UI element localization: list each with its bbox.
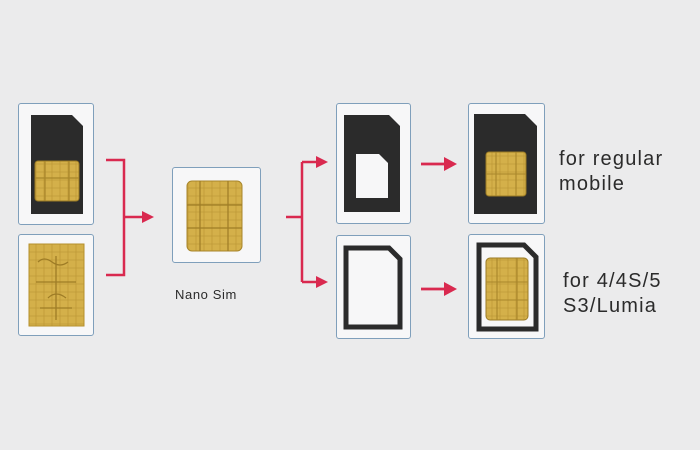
left-bracket-arrow (106, 158, 144, 277)
arrow-head-lower-adapter (316, 276, 328, 288)
standard-sim-card (31, 115, 83, 214)
regular-mobile-caption-line1: for regular (559, 148, 664, 170)
arrow-head-lower-result (444, 282, 457, 296)
split-arrows (286, 160, 318, 284)
nano-adapter (343, 245, 403, 330)
nano-sim-caption: Nano Sim (175, 287, 237, 302)
iphone-caption-line2: S3/Lumia (563, 295, 658, 317)
iphone-caption-line1: for 4/4S/5 (563, 270, 662, 292)
arrow-head-to-nano (142, 211, 154, 223)
arrow-head-upper-adapter (316, 156, 328, 168)
result-arrows (421, 162, 446, 291)
micro-sim-result (476, 242, 539, 332)
micro-sim-card (28, 243, 85, 327)
nano-sim-chip (186, 180, 243, 252)
arrow-head-upper-result (444, 157, 457, 171)
micro-adapter (344, 115, 400, 212)
regular-mobile-caption-line2: mobile (559, 173, 626, 195)
regular-sim-result (474, 114, 537, 214)
